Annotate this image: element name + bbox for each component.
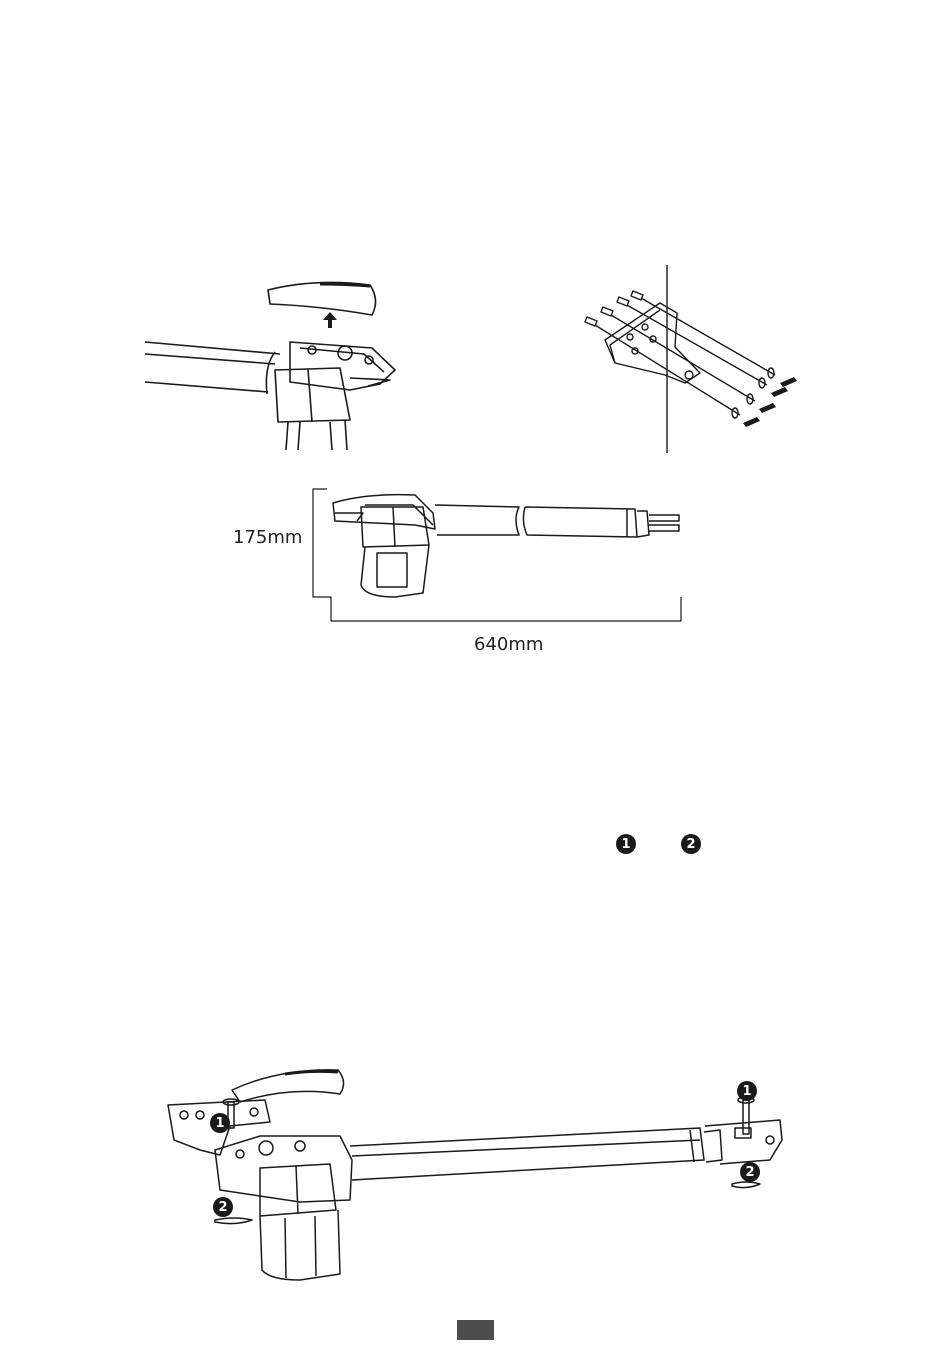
height-dimension-label: 175mm <box>233 527 302 548</box>
bracket-mounting-illustration <box>575 265 805 455</box>
marker-one-icon: 1 <box>616 834 636 854</box>
marker-two-rear-icon: 2 <box>213 1197 233 1217</box>
motor-dimensions-illustration <box>305 485 695 635</box>
marker-two-front-icon: 2 <box>740 1162 760 1182</box>
marker-one-front-icon: 1 <box>737 1081 757 1101</box>
marker-one-rear-icon: 1 <box>210 1113 230 1133</box>
marker-two-icon: 2 <box>681 834 701 854</box>
operator-pin-installation-illustration <box>160 1060 800 1285</box>
cover-removal-illustration <box>140 270 420 455</box>
page-number-tab <box>457 1320 494 1340</box>
length-dimension-label: 640mm <box>474 634 543 655</box>
